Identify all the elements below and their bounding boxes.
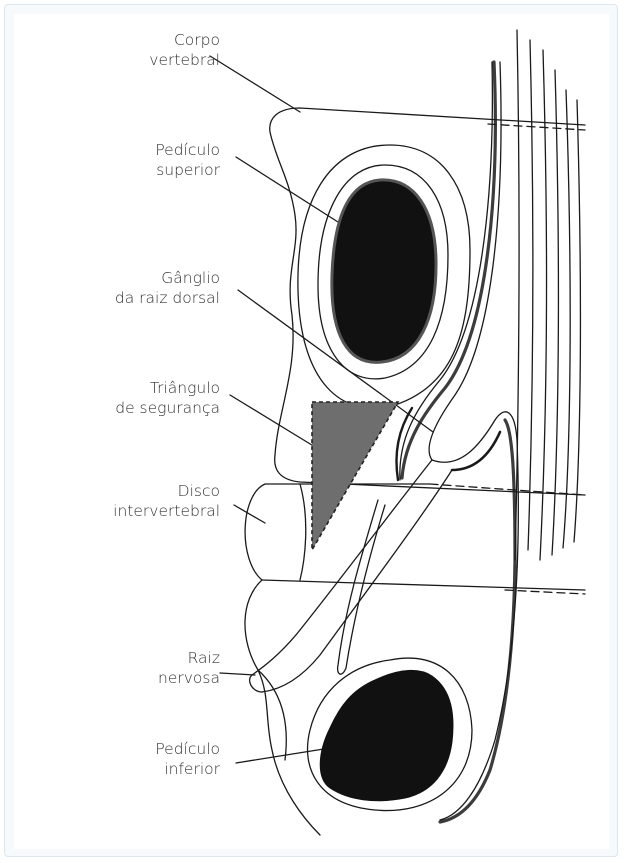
disc-upper-line [245, 484, 265, 580]
upper-pedicle-fill [332, 180, 436, 362]
label-disco: Disco intervertebral [113, 481, 220, 521]
label-triangulo: Triângulo de segurança [115, 378, 220, 418]
leader-pediculo-superior [236, 157, 338, 222]
label-pediculo-superior-line2: superior [155, 160, 220, 180]
leader-raiz [220, 673, 255, 675]
canal-line-6 [574, 100, 580, 542]
label-ganglio-line2: da raiz dorsal [115, 288, 220, 308]
label-raiz-line1: Raiz [158, 648, 220, 668]
canal-line-4 [552, 70, 558, 555]
lower-pedicle-fill [320, 670, 453, 800]
label-ganglio: Gânglio da raiz dorsal [115, 268, 220, 308]
leader-triangulo [230, 395, 320, 450]
disc-lower-boundary [262, 580, 585, 590]
nerve-root-tip [250, 675, 262, 692]
ganglion-lower-loop-inner [452, 432, 500, 470]
label-disco-line1: Disco [113, 481, 220, 501]
label-triangulo-line2: de segurança [115, 398, 220, 418]
ganglion-sleeve-right [429, 62, 501, 460]
label-pediculo-inferior-line1: Pedículo [155, 739, 220, 759]
label-pediculo-superior-line1: Pedículo [155, 140, 220, 160]
canal-line-2 [528, 40, 533, 550]
label-pediculo-inferior: Pedículo inferior [155, 739, 220, 779]
label-raiz: Raiz nervosa [158, 648, 220, 688]
disc-lower-dashed [505, 590, 585, 594]
label-triangulo-line1: Triângulo [115, 378, 220, 398]
label-ganglio-line1: Gânglio [115, 268, 220, 288]
label-corpo-vertebral-line2: vertebral [149, 50, 220, 70]
leader-disco [234, 505, 265, 523]
nerve-branch [338, 500, 385, 674]
leader-corpo-vertebral [210, 56, 300, 112]
label-raiz-line2: nervosa [158, 668, 220, 688]
upper-body-dashed-top [488, 124, 585, 130]
safety-triangle [312, 402, 398, 550]
label-corpo-vertebral-line1: Corpo [149, 30, 220, 50]
label-corpo-vertebral: Corpo vertebral [149, 30, 220, 70]
disc-mid-line [300, 484, 306, 580]
dural-sac-lower [440, 420, 515, 822]
canal-line-5 [563, 90, 570, 548]
label-pediculo-superior: Pedículo superior [155, 140, 220, 180]
label-pediculo-inferior-line2: inferior [155, 759, 220, 779]
spine-anatomy-diagram [14, 14, 609, 849]
label-disco-line2: intervertebral [113, 501, 220, 521]
canal-line-3 [540, 50, 546, 560]
leader-pediculo-inferior [236, 748, 330, 763]
lower-body-left-bump [258, 670, 286, 760]
